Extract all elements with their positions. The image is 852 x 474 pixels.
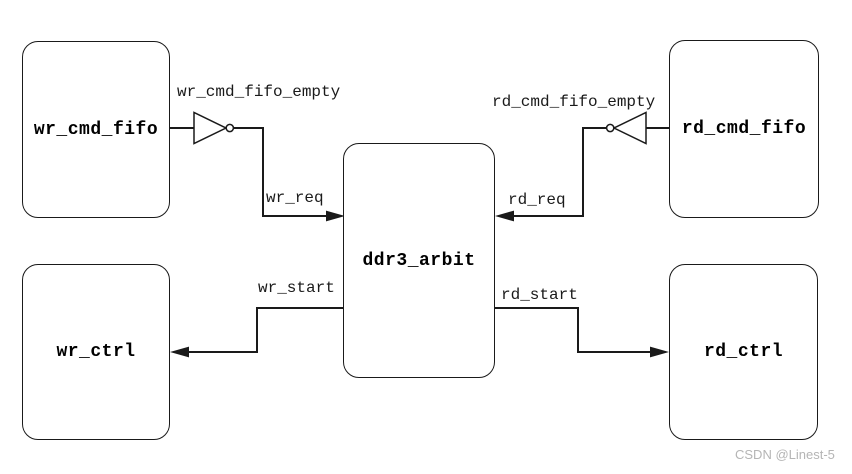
signal-label-wr-start: wr_start [258,279,335,297]
signal-label-rd-start: rd_start [501,286,578,304]
wr-req-arrowhead-icon [326,210,345,222]
block-rd-cmd-fifo: rd_cmd_fifo [669,40,819,218]
block-wr-ctrl: wr_ctrl [22,264,170,440]
not-gate-icon [612,111,647,145]
wr-start-arrowhead-icon [170,346,189,358]
block-ddr3-arbit: ddr3_arbit [343,143,495,378]
block-label-rd-cmd-fifo: rd_cmd_fifo [681,119,807,139]
block-label-wr-ctrl: wr_ctrl [56,342,136,362]
wire-rd-start [494,307,651,353]
wire-wr-req [233,127,329,217]
block-rd-ctrl: rd_ctrl [669,264,818,440]
inverter-bubble-icon [225,123,235,133]
csdn-watermark: CSDN @Linest-5 [735,447,835,462]
signal-label-rd-cmd-fifo-empty: rd_cmd_fifo_empty [492,93,656,111]
signal-label-rd-req: rd_req [508,191,566,209]
block-label-ddr3-arbit: ddr3_arbit [362,250,476,271]
block-wr-cmd-fifo: wr_cmd_fifo [22,41,170,218]
wire-wr-start [188,307,344,353]
block-label-rd-ctrl: rd_ctrl [703,342,784,362]
rd-req-arrowhead-icon [495,210,514,222]
inverter-bubble-icon [605,123,615,133]
signal-label-wr-cmd-fifo-empty: wr_cmd_fifo_empty [177,83,341,101]
rd-start-arrowhead-icon [650,346,669,358]
signal-label-wr-req: wr_req [266,189,324,207]
wire-rd-req [512,127,607,217]
not-gate-icon [193,111,228,145]
block-label-wr-cmd-fifo: wr_cmd_fifo [33,119,159,140]
